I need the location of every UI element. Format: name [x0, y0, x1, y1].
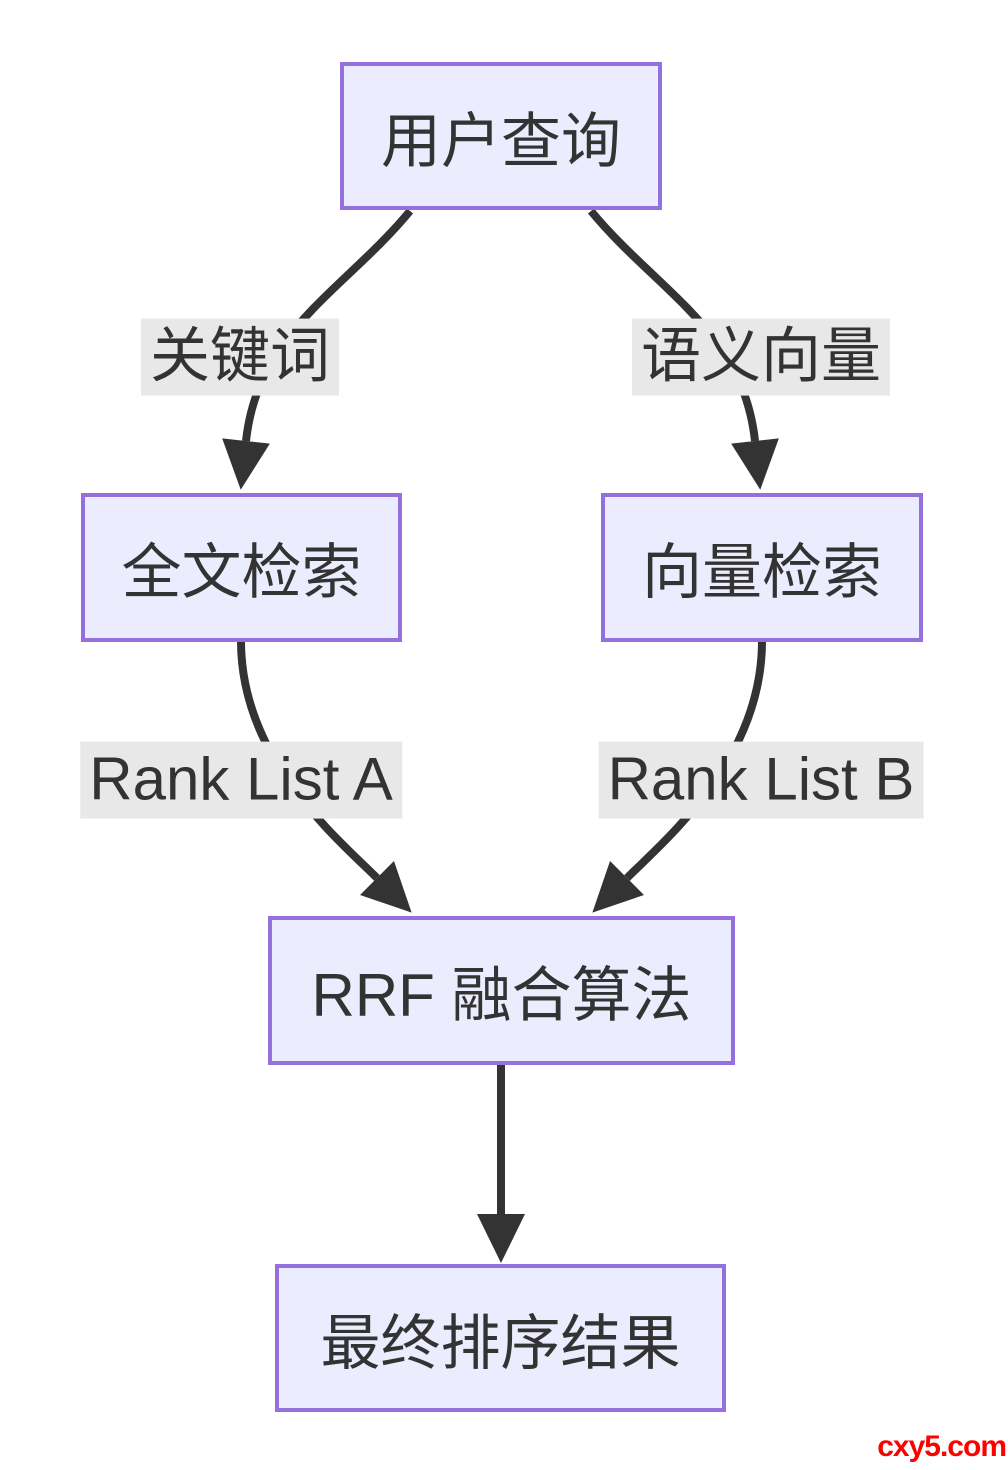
- edge-label-rank-list-b-text: Rank List B: [607, 745, 915, 813]
- edge-label-rank-list-a-text: Rank List A: [89, 745, 393, 813]
- node-fulltext-search: 全文检索: [81, 493, 402, 642]
- edge-label-keyword-text: 关键词: [150, 322, 330, 390]
- node-user-query: 用户查询: [340, 62, 662, 210]
- node-final-result-label: 最终排序结果: [320, 1309, 681, 1377]
- node-rrf-fusion: RRF 融合算法: [268, 916, 735, 1065]
- watermark: cxy5.com: [877, 1430, 1007, 1463]
- edge-label-semantic-vector: 语义向量: [632, 318, 890, 396]
- node-user-query-label: 用户查询: [381, 107, 621, 175]
- node-vector-search-label: 向量检索: [642, 539, 882, 606]
- node-final-result: 最终排序结果: [275, 1264, 726, 1412]
- node-vector-search: 向量检索: [601, 493, 923, 642]
- edge-user-to-fulltext: [222, 208, 414, 490]
- node-rrf-fusion-label: RRF 融合算法: [311, 962, 692, 1029]
- node-fulltext-search-label: 全文检索: [121, 539, 362, 606]
- edge-label-keyword: 关键词: [141, 318, 339, 396]
- edge-label-rank-list-b: Rank List B: [598, 741, 924, 819]
- edge-label-semantic-vector-text: 语义向量: [641, 322, 881, 390]
- edge-label-rank-list-a: Rank List A: [80, 741, 402, 819]
- edge-user-to-vector: [587, 208, 779, 490]
